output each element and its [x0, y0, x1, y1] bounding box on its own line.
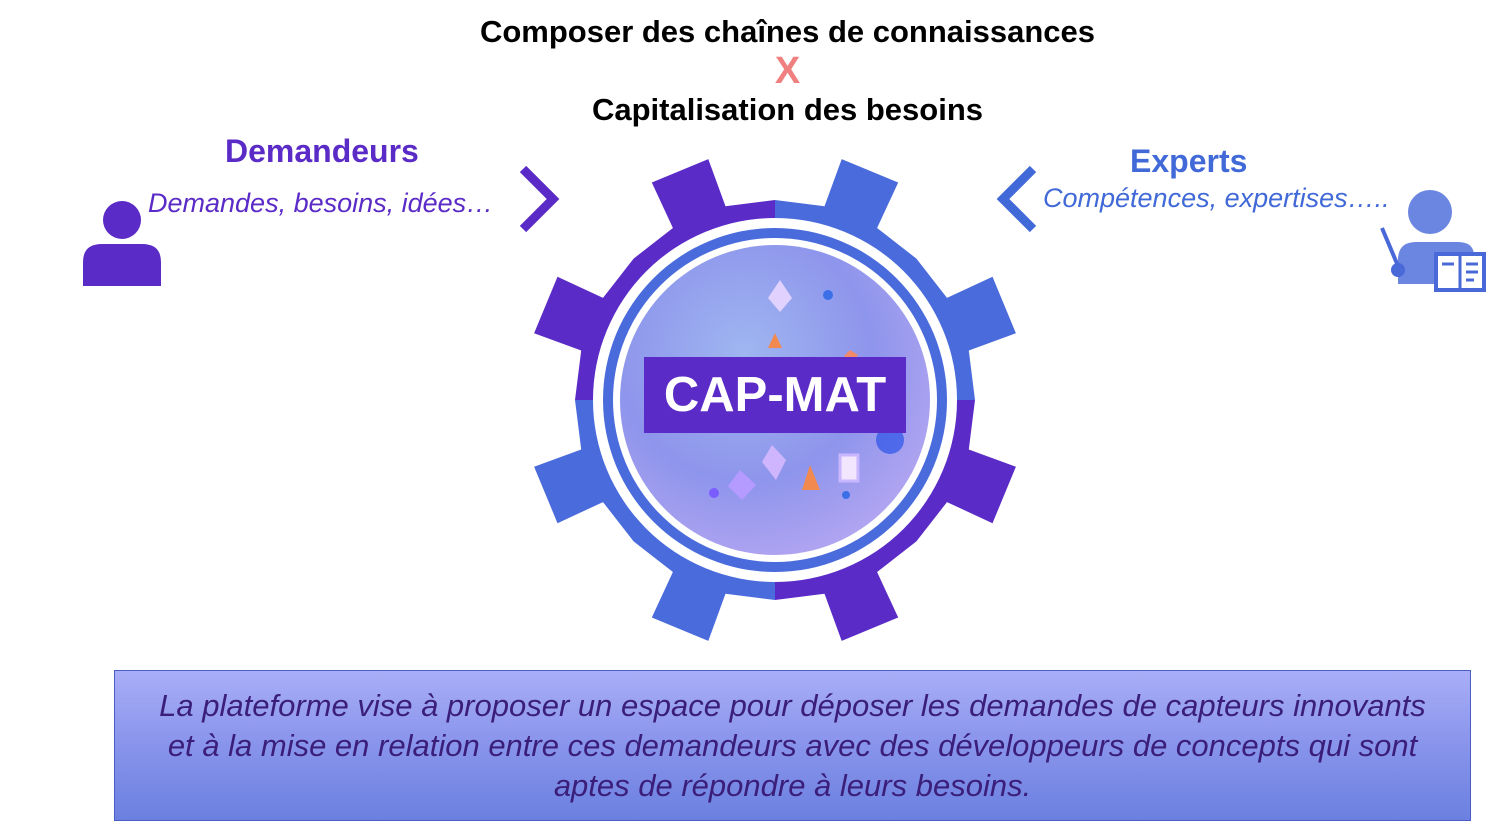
chevron-left-icon	[996, 165, 1037, 233]
demandeurs-subtitle: Demandes, besoins, idées…	[148, 188, 494, 218]
chevron-right-icon	[519, 165, 560, 233]
description-box: La plateforme vise à proposer un espace …	[114, 670, 1471, 821]
decorative-crystals	[709, 280, 904, 500]
title-line-2: Capitalisation des besoins	[591, 92, 984, 127]
title-separator: X	[774, 50, 801, 92]
teacher-icon	[1380, 190, 1486, 292]
cap-mat-label: CAP-MAT	[644, 357, 906, 433]
title-line-1: Composer des chaînes de connaissances	[479, 14, 1096, 49]
description-text: La plateforme vise à proposer un espace …	[159, 687, 1426, 803]
person-icon	[83, 201, 161, 286]
experts-subtitle: Compétences, expertises…..	[1043, 183, 1390, 213]
demandeurs-title: Demandeurs	[225, 133, 419, 169]
experts-title: Experts	[1130, 143, 1248, 179]
